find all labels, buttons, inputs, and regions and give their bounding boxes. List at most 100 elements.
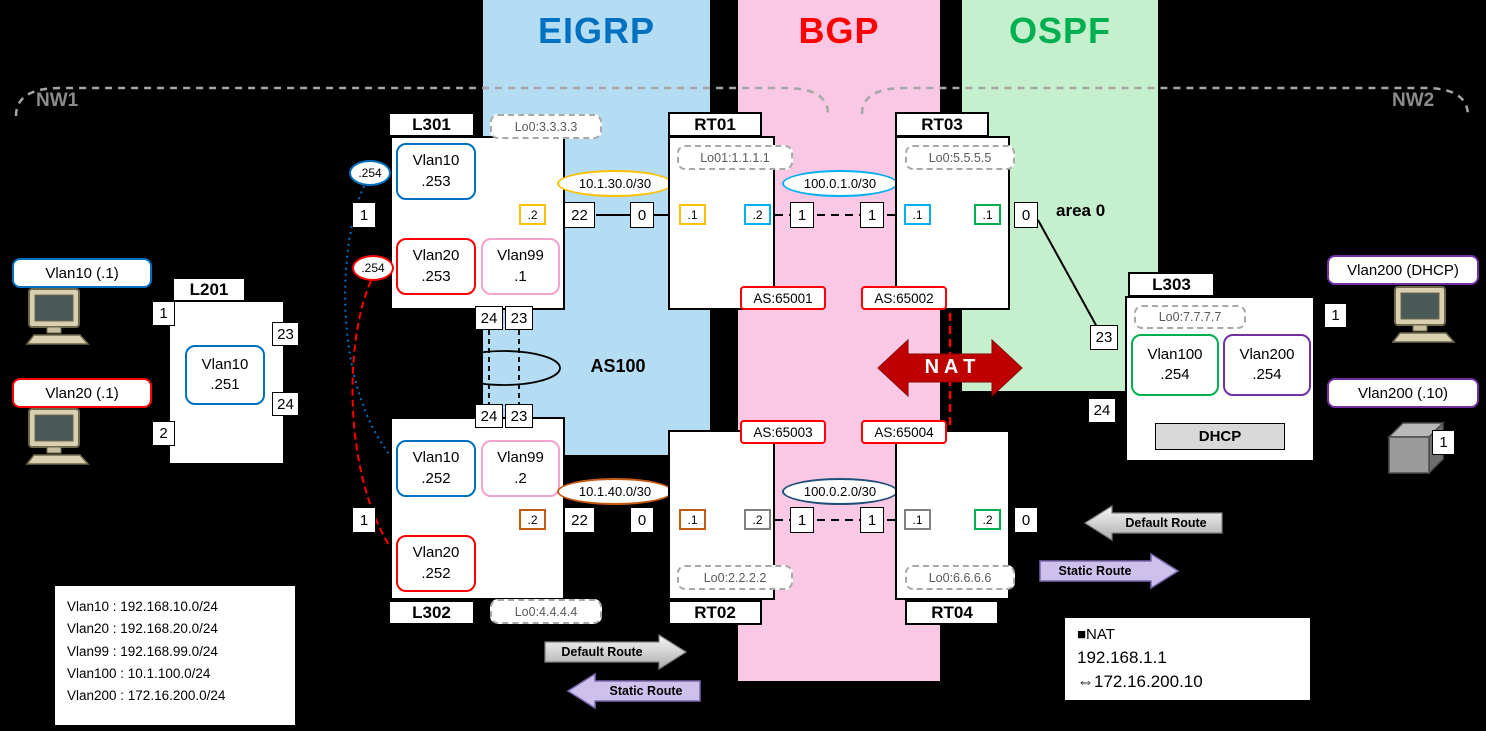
pc-icon-vlan10 (22, 288, 90, 351)
nat-info-outside: ⇔172.16.200.10 (1077, 672, 1203, 691)
rt04-if-left: .1 (904, 509, 931, 530)
nat-info-box: ■NAT 192.168.1.1 ⇔172.16.200.10 (1065, 618, 1310, 700)
nat-info-title: ■NAT (1077, 626, 1115, 643)
l301-if-ip: .2 (519, 204, 546, 225)
nat-info-inside: 192.168.1.1 (1077, 648, 1167, 667)
l302-port-22: 22 (564, 507, 595, 533)
switch-l201-name: L201 (172, 277, 246, 302)
static-route-label-bottom: Static Route (609, 684, 683, 698)
nw2-label: NW2 (1392, 90, 1435, 111)
legend-line-vlan100: Vlan100 : 10.1.100.0/24 (67, 665, 211, 681)
rt03-if-right: .1 (974, 204, 1001, 225)
rt04-as-number: AS:65004 (861, 420, 947, 444)
legend-line-vlan20: Vlan20 : 192.168.20.0/24 (67, 621, 218, 637)
l301-loopback: Lo0:3.3.3.3 (490, 114, 602, 139)
l303-port-24: 24 (1088, 398, 1116, 423)
vlan-legend: Vlan10 : 192.168.10.0/24 Vlan20 : 192.16… (55, 586, 295, 725)
rt02-as-number: AS:65003 (740, 420, 826, 444)
l301-port-1: 1 (352, 202, 376, 228)
router-rt03-name: RT03 (895, 112, 989, 137)
l201-port-2: 2 (152, 421, 175, 446)
network-100-0-2: 100.0.2.0/30 (782, 478, 898, 505)
l301-vlan99-ip: .1 (514, 267, 527, 285)
server-cube-icon (1385, 419, 1447, 481)
l201-vlan10-name: Vlan10 (201, 355, 249, 373)
rt01-port-0: 0 (630, 202, 654, 228)
l302-vlan99-ip: .2 (514, 469, 527, 487)
rt03-loopback: Lo0:5.5.5.5 (905, 145, 1015, 170)
router-rt04-name: RT04 (905, 600, 999, 625)
link-rt04-l303 (1037, 411, 1101, 517)
rt02-port-1: 1 (790, 507, 814, 533)
l302-port-24: 24 (475, 404, 503, 428)
host-vlan200-10-port: 1 (1432, 430, 1455, 455)
l301-vlan10-ip: .253 (421, 172, 451, 190)
l201-port-1: 1 (152, 301, 175, 326)
network-100-0-1: 100.0.1.0/30 (782, 170, 898, 197)
l303-port-23: 23 (1090, 325, 1118, 350)
area0-label: area 0 (1056, 201, 1106, 220)
nw1-bracket (14, 86, 830, 117)
rt01-loopback: Lo01:1.1.1.1 (677, 145, 793, 170)
link-rt03-l303 (1037, 219, 1103, 337)
eigrp-zone-title: EIGRP (537, 10, 656, 51)
bgp-zone-title: BGP (798, 10, 880, 51)
rt02-port-0: 0 (630, 507, 654, 533)
rt01-port-1: 1 (790, 202, 814, 228)
rt04-port-0: 0 (1014, 507, 1038, 533)
nw1-label: NW1 (36, 90, 79, 111)
default-route-label-right: Default Route (1125, 516, 1207, 530)
static-route-arrow-bottom (566, 672, 701, 710)
default-route-label-bottom: Default Route (561, 645, 643, 659)
rt04-loopback: Lo0:6.6.6.6 (905, 565, 1015, 590)
l301-port-24: 24 (475, 306, 503, 330)
l302-vlan20-name: Vlan20 (412, 544, 460, 562)
l302-loopback: Lo0:4.4.4.4 (490, 599, 602, 624)
nw2-bracket (860, 86, 1470, 117)
static-route-arrow-right (1039, 552, 1180, 590)
network-10-1-40: 10.1.40.0/30 (557, 478, 673, 505)
rt01-if-right: .2 (744, 204, 771, 225)
rt01-as-number: AS:65001 (740, 286, 826, 310)
rt03-as-number: AS:65002 (861, 286, 947, 310)
legend-line-vlan200: Vlan200 : 172.16.200.0/24 (67, 688, 226, 704)
rt03-if-left: .1 (904, 204, 931, 225)
l303-vlan100-ip: .254 (1160, 366, 1190, 383)
l301-port-23: 23 (505, 306, 533, 330)
l301-virtual-ip-vlan10: .254 (349, 160, 391, 186)
legend-line-vlan10: Vlan10 : 192.168.10.0/24 (67, 599, 218, 614)
l302-vlan99-name: Vlan99 (497, 449, 544, 467)
host-vlan20-label: Vlan20 (.1) (12, 378, 152, 408)
l301-vlan20-box: Vlan20 .253 (396, 238, 476, 295)
host-vlan200-dhcp-label: Vlan200 (DHCP) (1327, 255, 1479, 285)
l301-vlan99-box: Vlan99 .1 (481, 238, 560, 295)
l201-vlan10-box: Vlan10 .251 (185, 345, 265, 405)
static-route-label-right: Static Route (1058, 564, 1132, 578)
l302-vlan10-name: Vlan10 (412, 449, 460, 467)
rt01-if-left: .1 (679, 204, 706, 225)
l301-vlan10-name: Vlan10 (412, 152, 460, 170)
l201-port-23: 23 (272, 322, 299, 346)
rt03-port-0: 0 (1014, 202, 1038, 228)
default-route-arrow-bottom (544, 633, 688, 671)
l301-port-22: 22 (564, 202, 595, 228)
l302-vlan20-ip: .252 (421, 564, 451, 582)
hsrp-vlan20-curve (351, 280, 397, 557)
host-vlan200-dhcp-port: 1 (1324, 303, 1347, 328)
l301-vlan99-name: Vlan99 (497, 247, 544, 265)
l201-port-24: 24 (272, 392, 299, 416)
host-vlan10-label: Vlan10 (.1) (12, 258, 152, 288)
router-rt01-name: RT01 (668, 112, 762, 137)
l201-vlan10-ip: .251 (210, 376, 240, 393)
network-10-1-30: 10.1.30.0/30 (557, 170, 673, 197)
router-rt02-name: RT02 (668, 600, 762, 625)
rt04-if-right: .2 (974, 509, 1001, 530)
l303-vlan100-name: Vlan100 (1147, 345, 1203, 363)
l303-vlan100-box: Vlan100 .254 (1131, 334, 1219, 396)
default-route-arrow-right (1083, 504, 1223, 542)
rt03-port-1: 1 (860, 202, 884, 228)
l302-vlan20-box: Vlan20 .252 (396, 535, 476, 592)
as100-label: AS100 (590, 356, 646, 376)
switch-l302-name: L302 (388, 600, 475, 625)
